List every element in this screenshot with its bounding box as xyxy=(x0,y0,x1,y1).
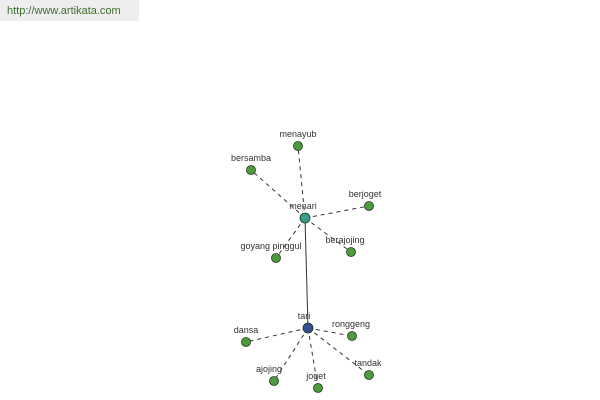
node-circle[interactable] xyxy=(347,331,357,341)
edge-tari-joget xyxy=(307,327,319,389)
edge-tari-ajojing xyxy=(273,327,309,382)
node-circle[interactable] xyxy=(346,247,356,257)
node-label: berajojing xyxy=(325,235,364,245)
node-ajojing[interactable]: ajojing xyxy=(256,364,282,386)
edge-menari-berajojing xyxy=(304,217,352,253)
node-label: bersamba xyxy=(231,153,271,163)
node-label: tandak xyxy=(354,358,382,368)
node-label: ronggeng xyxy=(332,319,370,329)
node-label: berjoget xyxy=(349,189,382,199)
node-circle[interactable] xyxy=(241,337,251,347)
node-goyang-pinggul[interactable]: goyang pinggul xyxy=(240,241,302,263)
node-label: menayub xyxy=(279,129,316,139)
edge-tari-dansa xyxy=(245,327,309,343)
node-bersamba[interactable]: bersamba xyxy=(231,153,271,175)
node-circle[interactable] xyxy=(364,370,374,380)
edge-menari-berjoget xyxy=(304,205,370,219)
node-label: dansa xyxy=(234,325,259,335)
node-joget[interactable]: joget xyxy=(305,371,326,393)
node-menayub[interactable]: menayub xyxy=(279,129,317,151)
node-circle[interactable] xyxy=(271,253,281,263)
node-circle[interactable] xyxy=(364,201,374,211)
edge-menari-goyang-pinggul xyxy=(275,217,306,259)
node-berjoget[interactable]: berjoget xyxy=(349,189,382,211)
node-ronggeng[interactable]: ronggeng xyxy=(332,319,370,341)
node-dansa[interactable]: dansa xyxy=(234,325,259,347)
source-link[interactable]: http://www.artikata.com xyxy=(7,5,121,17)
node-label: joget xyxy=(305,371,326,381)
node-tari[interactable]: tari xyxy=(298,311,314,334)
node-circle[interactable] xyxy=(246,165,256,175)
node-label: goyang pinggul xyxy=(240,241,301,251)
edge-menari-tari xyxy=(304,217,309,329)
node-circle[interactable] xyxy=(299,212,311,224)
source-bar: http://www.artikata.com xyxy=(0,0,139,21)
node-label: ajojing xyxy=(256,364,282,374)
node-menari[interactable]: menari xyxy=(289,201,317,224)
edges xyxy=(245,145,370,389)
node-tandak[interactable]: tandak xyxy=(354,358,382,380)
node-label: menari xyxy=(289,201,317,211)
nodes: menayub bersamba berjoget goyang pinggul ber… xyxy=(231,129,382,393)
node-circle[interactable] xyxy=(302,322,314,334)
node-berajojing[interactable]: berajojing xyxy=(325,235,365,257)
node-circle[interactable] xyxy=(293,141,303,151)
node-circle[interactable] xyxy=(313,383,323,393)
edge-tari-tandak xyxy=(307,327,370,376)
node-label: tari xyxy=(298,311,311,321)
node-circle[interactable] xyxy=(269,376,279,386)
edge-tari-ronggeng xyxy=(307,327,353,337)
